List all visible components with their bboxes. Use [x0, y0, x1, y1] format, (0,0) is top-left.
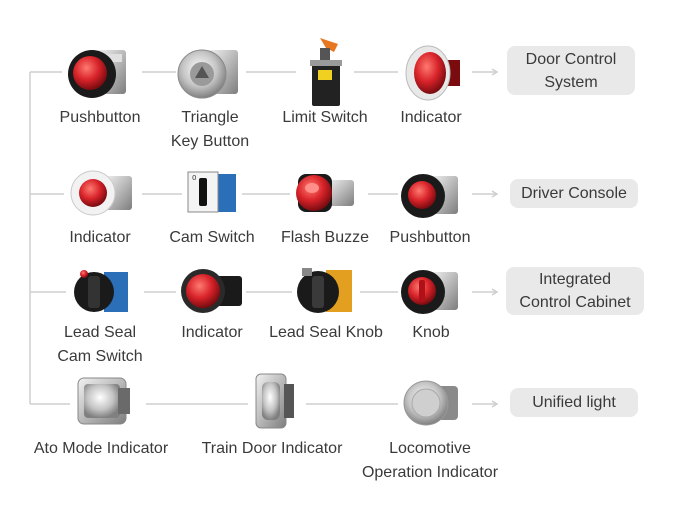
item-label: Flash Buzze	[280, 229, 370, 246]
arrow-head	[491, 190, 499, 198]
ato-mode-indicator-icon	[72, 374, 134, 428]
arrow-head	[491, 288, 499, 296]
lead-seal-cam-switch-icon	[70, 266, 130, 318]
flush-red-indicator-icon	[68, 168, 134, 218]
item-label: Knob	[412, 324, 450, 341]
svg-text:0: 0	[192, 174, 196, 182]
item-label: Lead Seal Cam Switch	[57, 324, 143, 365]
item-label: Indicator	[400, 109, 462, 126]
item-label: Locomotive Operation Indicator	[361, 440, 499, 481]
train-door-indicator-icon	[250, 372, 298, 430]
target-label: Integrated Control Cabinet	[519, 271, 631, 311]
arrow-head	[491, 68, 499, 76]
cam-switch-icon: 0	[184, 166, 238, 220]
flash-buzzer-icon	[290, 170, 358, 216]
locomotive-operation-indicator-icon	[402, 378, 462, 428]
item-label: Lead Seal Knob	[269, 324, 383, 341]
item-label: Pushbutton	[389, 229, 471, 246]
lead-seal-knob-icon	[292, 264, 356, 318]
red-mushroom-pushbutton-icon	[66, 42, 132, 104]
red-dome-indicator-icon	[400, 42, 462, 104]
item-label: Ato Mode Indicator	[33, 440, 169, 457]
item-label: Indicator	[181, 324, 243, 341]
item-label: Pushbutton	[59, 109, 141, 126]
target-driver-console: Driver Console	[510, 179, 638, 208]
target-label: Unified light	[532, 394, 616, 411]
item-label: Limit Switch	[282, 109, 368, 126]
item-label: Indicator	[69, 229, 131, 246]
target-unified-light: Unified light	[510, 388, 638, 417]
target-label: Driver Console	[521, 185, 627, 202]
target-label: Door Control System	[525, 50, 617, 91]
red-pushbutton-icon	[398, 170, 460, 220]
triangle-key-button-icon	[174, 42, 244, 104]
arrow-head	[491, 400, 499, 408]
red-led-indicator-icon	[178, 266, 244, 316]
red-knob-icon	[398, 266, 460, 316]
target-door-control-system: Door Control System	[507, 46, 635, 95]
target-integrated-control-cabinet: Integrated Control Cabinet	[506, 267, 644, 315]
item-label: Train Door Indicator	[201, 440, 343, 457]
limit-switch-icon	[298, 36, 352, 108]
item-label: Cam Switch	[169, 229, 255, 246]
item-label: Triangle Key Button	[170, 109, 250, 150]
